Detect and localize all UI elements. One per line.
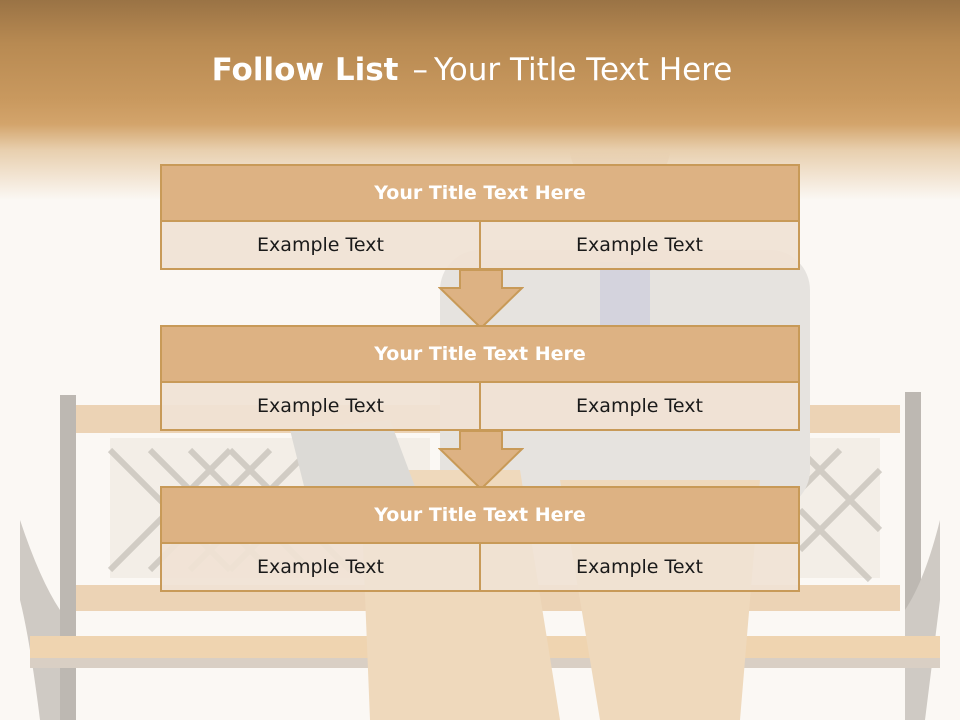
box-row: Example Text Example Text [162,383,798,429]
box-cell-left: Example Text [257,556,384,578]
box-cell-left: Example Text [257,395,384,417]
box-cell-right: Example Text [479,383,798,429]
slide-title-rest: Your Title Text Here [433,52,733,88]
slide-title-bold: Follow List [211,52,399,88]
down-arrow-icon [438,269,524,330]
box-row: Example Text Example Text [162,544,798,590]
box-title: Your Title Text Here [162,327,798,383]
slide-title-separator: – [412,52,428,88]
box-cell-left: Example Text [257,234,384,256]
list-box-1: Your Title Text Here Example Text Exampl… [160,164,800,270]
slide-title: Follow List–Your Title Text Here [0,52,944,88]
box-title: Your Title Text Here [162,166,798,222]
box-row: Example Text Example Text [162,222,798,268]
list-box-3: Your Title Text Here Example Text Exampl… [160,486,800,592]
box-cell-right: Example Text [479,544,798,590]
box-title: Your Title Text Here [162,488,798,544]
box-cell-right: Example Text [479,222,798,268]
down-arrow-icon [438,430,524,491]
list-box-2: Your Title Text Here Example Text Exampl… [160,325,800,431]
